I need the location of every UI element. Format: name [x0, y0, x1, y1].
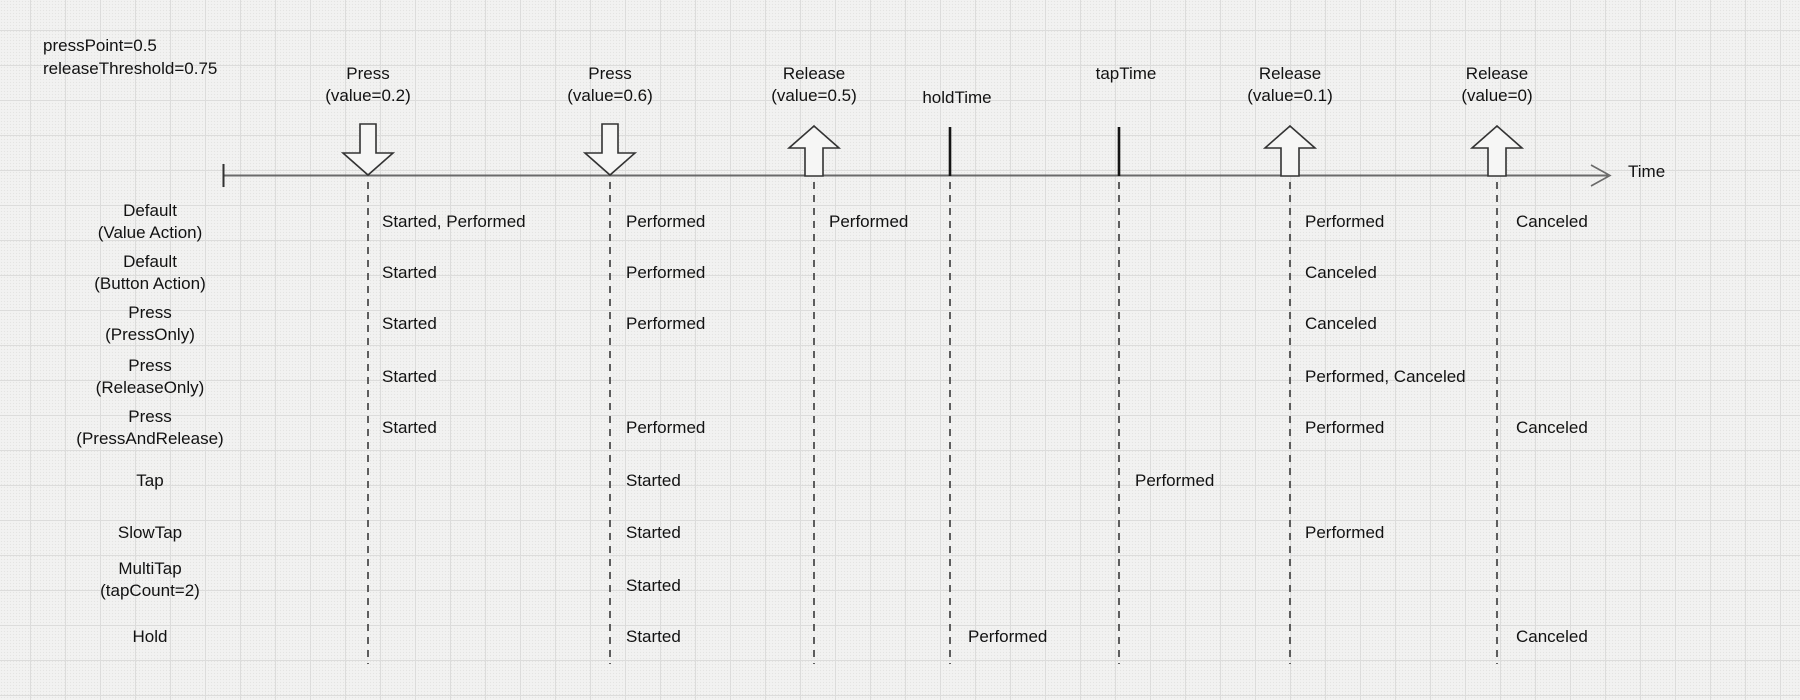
row-label-line2: (tapCount=2): [100, 581, 200, 600]
interaction-phase-cell: Canceled: [1516, 627, 1588, 646]
event-label-release-value-0: Release (value=0): [1461, 63, 1532, 107]
interaction-phase-cell: Performed: [1135, 471, 1215, 490]
row-label-press-releaseonly: Press (ReleaseOnly): [0, 355, 300, 399]
row-label-tap: Tap: [0, 470, 300, 492]
interaction-phase-cell: Performed: [626, 212, 706, 231]
interaction-phase-cell: Canceled: [1516, 212, 1588, 231]
row-label-line1: Hold: [132, 627, 168, 646]
interaction-phase-cell: Started: [626, 471, 681, 490]
parameters: pressPoint=0.5 releaseThreshold=0.75: [43, 34, 217, 80]
interaction-phase-cell: Started: [626, 576, 681, 595]
event-label-tap-time: tapTime: [1096, 63, 1157, 85]
event-label-line1: tapTime: [1095, 64, 1157, 83]
event-label-line1: Release: [1258, 64, 1322, 83]
row-label-line2: (Button Action): [94, 274, 206, 293]
row-label-press-pressandrelease: Press (PressAndRelease): [0, 406, 300, 450]
interaction-phase-cell: Started: [382, 367, 437, 386]
interaction-phase-cell: Started: [626, 627, 681, 646]
interaction-phase-cell: Started: [382, 263, 437, 282]
press-point-param: pressPoint=0.5: [43, 36, 157, 55]
row-label-line1: Tap: [136, 471, 164, 490]
row-label-line2: (Value Action): [97, 223, 203, 242]
event-label-release-value-0-1: Release (value=0.1): [1247, 63, 1333, 107]
event-label-release-value-0-5: Release (value=0.5): [771, 63, 857, 107]
row-label-slowtap: SlowTap: [0, 522, 300, 544]
row-label-default-value-action: Default (Value Action): [0, 200, 300, 244]
interaction-phase-cell: Performed: [968, 627, 1048, 646]
interaction-phase-cell: Canceled: [1305, 314, 1377, 333]
interaction-phase-cell: Started: [382, 418, 437, 437]
interaction-phase-cell: Canceled: [1516, 418, 1588, 437]
event-label-press-value-0-2: Press (value=0.2): [325, 63, 411, 107]
row-label-line2: (ReleaseOnly): [95, 378, 205, 397]
release-arrow-up-icon: [1469, 124, 1525, 177]
interaction-phase-cell: Performed, Canceled: [1305, 367, 1466, 386]
interaction-phase-cell: Performed: [829, 212, 909, 231]
event-label-line1: Release: [782, 64, 846, 83]
interaction-phase-cell: Performed: [1305, 212, 1385, 231]
event-label-line2: (value=0): [1461, 86, 1533, 105]
event-label-line2: (value=0.1): [1247, 86, 1333, 105]
event-label-line2: (value=0.5): [771, 86, 857, 105]
row-label-line1: Press: [128, 356, 172, 375]
press-arrow-down-icon: [582, 123, 638, 177]
interaction-phase-cell: Canceled: [1305, 263, 1377, 282]
event-label-press-value-0-6: Press (value=0.6): [567, 63, 653, 107]
row-label-line2: (PressAndRelease): [76, 429, 224, 448]
release-threshold-param: releaseThreshold=0.75: [43, 59, 218, 78]
row-label-line1: SlowTap: [117, 523, 183, 542]
row-label-hold: Hold: [0, 626, 300, 648]
interaction-phase-cell: Started: [382, 314, 437, 333]
time-axis-arrowhead-icon: [1590, 164, 1612, 187]
release-arrow-up-icon: [1262, 124, 1318, 177]
event-label-line1: Release: [1465, 64, 1529, 83]
release-arrow-up-icon: [786, 124, 842, 177]
interaction-phase-cell: Performed: [626, 314, 706, 333]
interaction-phase-cell: Started: [626, 523, 681, 542]
event-label-line2: (value=0.2): [325, 86, 411, 105]
row-label-line2: (PressOnly): [105, 325, 195, 344]
row-label-line1: Default: [123, 201, 177, 220]
event-label-line1: Press: [346, 64, 390, 83]
row-label-line1: Press: [128, 303, 172, 322]
row-label-line1: Default: [123, 252, 177, 271]
row-label-default-button-action: Default (Button Action): [0, 251, 300, 295]
time-axis-label: Time: [1628, 162, 1666, 181]
row-label-multitap: MultiTap (tapCount=2): [0, 558, 300, 602]
event-label-line1: holdTime: [922, 88, 992, 107]
interaction-phase-cell: Performed: [1305, 523, 1385, 542]
event-label-line2: (value=0.6): [567, 86, 653, 105]
row-label-press-pressonly: Press (PressOnly): [0, 302, 300, 346]
row-label-line1: Press: [128, 407, 172, 426]
press-arrow-down-icon: [340, 123, 396, 177]
interaction-phase-cell: Performed: [1305, 418, 1385, 437]
event-label-line1: Press: [588, 64, 632, 83]
interaction-phase-cell: Performed: [626, 263, 706, 282]
event-label-hold-time: holdTime: [922, 87, 991, 109]
interaction-phase-cell: Started, Performed: [382, 212, 526, 231]
row-label-line1: MultiTap: [118, 559, 182, 578]
interaction-phase-cell: Performed: [626, 418, 706, 437]
